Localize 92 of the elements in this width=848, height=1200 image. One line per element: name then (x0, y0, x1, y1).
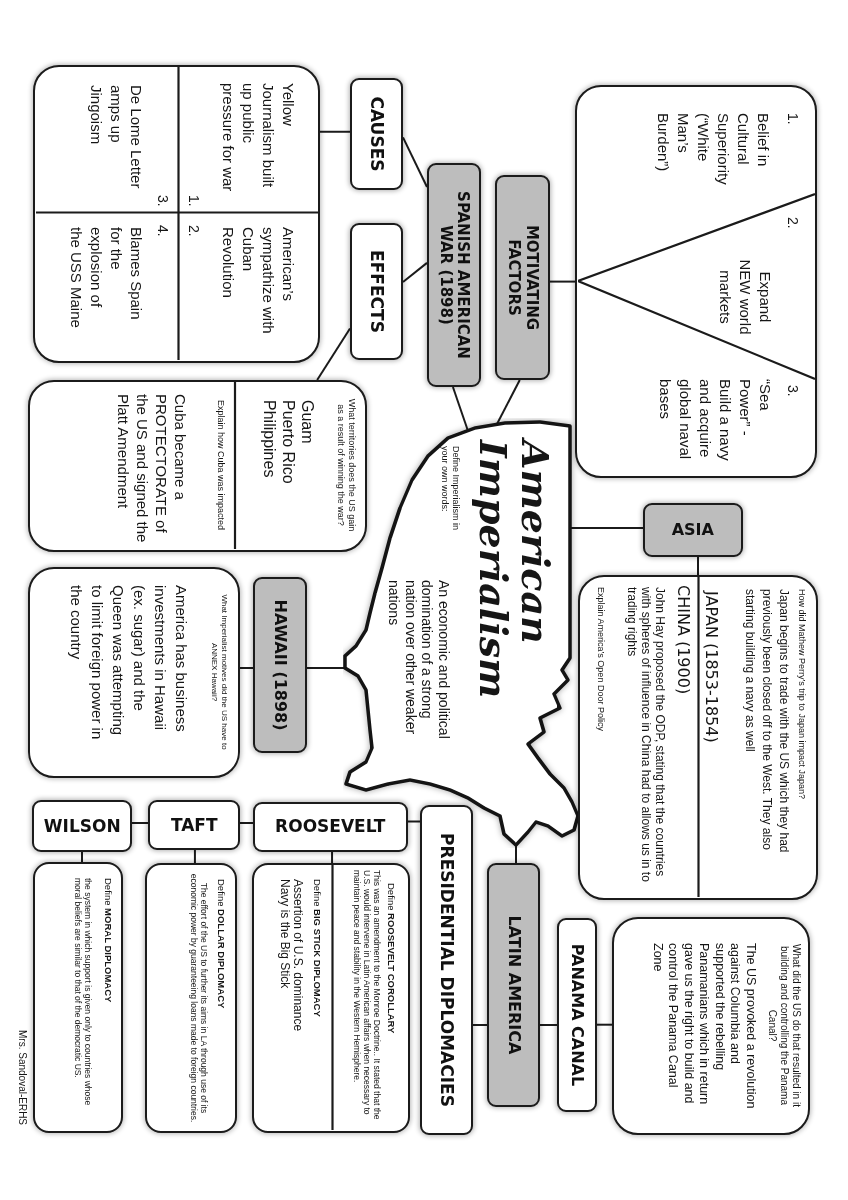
subtopic-label: ROOSEVELT (275, 817, 386, 837)
answer-panel (578, 575, 818, 900)
question-text: What territories does the US gain as a result of winning the war? (336, 397, 357, 534)
list-number: 4. (155, 225, 171, 237)
subtopic-label: PANAMA CANAL (567, 943, 587, 1087)
definition-prompt: Define BIG STICK DIPLOMACY (312, 879, 323, 1017)
list-number: 3. (155, 195, 171, 207)
answer-text: Cuba became a PROTECTORATE of the US and signed the Platt Amendment (114, 394, 190, 544)
list-number: 3. (785, 385, 801, 397)
definition-prompt: Define DOLLAR DIPLOMACY (216, 879, 227, 1009)
list-number: 2. (186, 225, 202, 237)
factors-panel (575, 85, 817, 478)
connector-line (306, 667, 346, 669)
subtopic-label: PRESIDENTIAL DIPLOMACIES (436, 833, 457, 1107)
factor-text: Belief in Cultural Superiority (“White Man’s Burden”) (654, 113, 773, 187)
connector-line (402, 261, 428, 283)
question-text: How did Mathew Perry’s trip to Japan impact Japan? (796, 589, 807, 801)
subtopic-box (32, 800, 132, 852)
topic-label: HAWAII (1898) (270, 599, 290, 731)
list-number: 1. (186, 195, 202, 207)
answer-panel (612, 917, 810, 1135)
topic-box (487, 863, 540, 1107)
question-text: What Imperialist motives did the US have to ANNEX Hawaii? (209, 594, 229, 750)
connector-line (239, 667, 254, 669)
connector-line (239, 822, 254, 824)
subtopic-box (148, 800, 240, 850)
cause-text: Blames Spain for the explosion of the USS Maine (67, 227, 146, 330)
connector-line (451, 386, 469, 432)
definition-panel (145, 863, 237, 1133)
cause-text: American’s sympathize with Cuban Revolution (219, 227, 298, 336)
topic-box (495, 175, 550, 380)
subtopic-label: TAFT (170, 815, 218, 835)
section-heading: CHINA (1900) (674, 585, 693, 695)
answer-text: Guam (298, 400, 317, 444)
connector-line (131, 822, 149, 824)
definition-prompt: Define MORAL DIPLOMACY (103, 878, 114, 1003)
list-number: 2. (785, 217, 801, 229)
definition-panel (252, 863, 410, 1133)
topic-box (253, 577, 307, 753)
connector-line (407, 820, 421, 823)
topic-label: ASIA (671, 520, 715, 540)
topic-label: MOTIVATING FACTORS (505, 223, 540, 333)
list-number: 1. (785, 113, 801, 125)
answer-text: Japan begins to trade with the US which they had previously been closed off to the West. They also starting building a navy as well (742, 589, 792, 855)
connector-line (193, 849, 196, 864)
connector-line (316, 327, 351, 381)
question-text: What did the US do that resulted in it building and controlling the Panama Canal? (766, 943, 802, 1109)
footer-credit: Mrs. Sandoval-ERHS (16, 1030, 28, 1126)
question-text: Explain America’s Open Door Policy (595, 587, 606, 733)
connector-line (549, 280, 576, 283)
subtopic-box (350, 223, 403, 360)
subtopic-box (350, 78, 403, 190)
subtopic-label: CAUSES (366, 96, 387, 172)
factor-text: Expand NEW world markets (716, 258, 775, 337)
connector-line (81, 851, 83, 863)
question-text: Explain how Cuba was impacted (215, 400, 226, 533)
connector-line (331, 851, 334, 864)
topic-box (643, 503, 743, 557)
connector-line (472, 1024, 488, 1026)
subtopic-box (420, 805, 473, 1135)
question-text: Define Imperialism in your own words: (440, 446, 461, 533)
cause-text: De Lome Letter amps up Jingoism (87, 85, 146, 191)
connector-line (496, 379, 521, 425)
connector-line (539, 1024, 558, 1026)
definition-panel (33, 862, 123, 1133)
answer-text: Puerto Rico (279, 400, 298, 484)
answer-text: Philippines (260, 400, 279, 478)
topic-box (427, 163, 481, 387)
definition-text: the system in which support is given only to countries whose moral beliefs are similar to that of the democratic US. (73, 878, 93, 1108)
cause-text: Yellow Journalism built up public pressure for war (219, 83, 298, 194)
answer-text: John Hay proposed the ODP, stating that the countries with spheres of influence in China had to allows us in to trading rights (625, 587, 667, 884)
definition-text: This was an amendment to the Monroe Doctrine.. It stated that the U.S. would intervene in Latin American affairs when necessary to maintain peace and stability in the Western Hemisphere. (352, 870, 382, 1122)
connector-line (697, 556, 699, 576)
answer-text: America has business investments in Hawaii (ex. sugar) and the Queen was attempting to limit foreign power in the country (67, 585, 191, 742)
answer-text: The US provoked a revolution against Columbia and supported the rebelling Panamanians which in return gave us the right to build and control the Panama Canal Zone (650, 943, 758, 1111)
subtopic-box (253, 802, 408, 852)
subtopic-box (557, 918, 597, 1112)
definition-text: Assertion of U.S. dominance Navy is the Big Stick (278, 879, 304, 1034)
definition-text: The effort of the US to further its aims in LA through use of its economic power by guaranteeing loans made to foreign countries. (189, 872, 209, 1125)
topic-label: LATIN AMERICA (504, 915, 523, 1055)
connector-line (402, 136, 428, 188)
connector-line (596, 1023, 613, 1026)
connector-line (319, 130, 351, 133)
subtopic-label: WILSON (43, 816, 121, 836)
factor-text: “Sea Power” -Build a navy and acquire global naval bases (656, 379, 775, 461)
section-heading: JAPAN (1853-1854) (702, 591, 721, 743)
subtopic-label: EFFECTS (366, 250, 387, 333)
answer-panel (28, 380, 367, 552)
definition-prompt: Define ROOSEVELT COROLLARY (386, 883, 397, 1034)
answer-panel (28, 567, 240, 778)
answer-text: An economic and political domination of a strong nation over other weaker nations (386, 580, 452, 741)
topic-label: SPANISH AMERICAN WAR (1898) (436, 190, 472, 361)
